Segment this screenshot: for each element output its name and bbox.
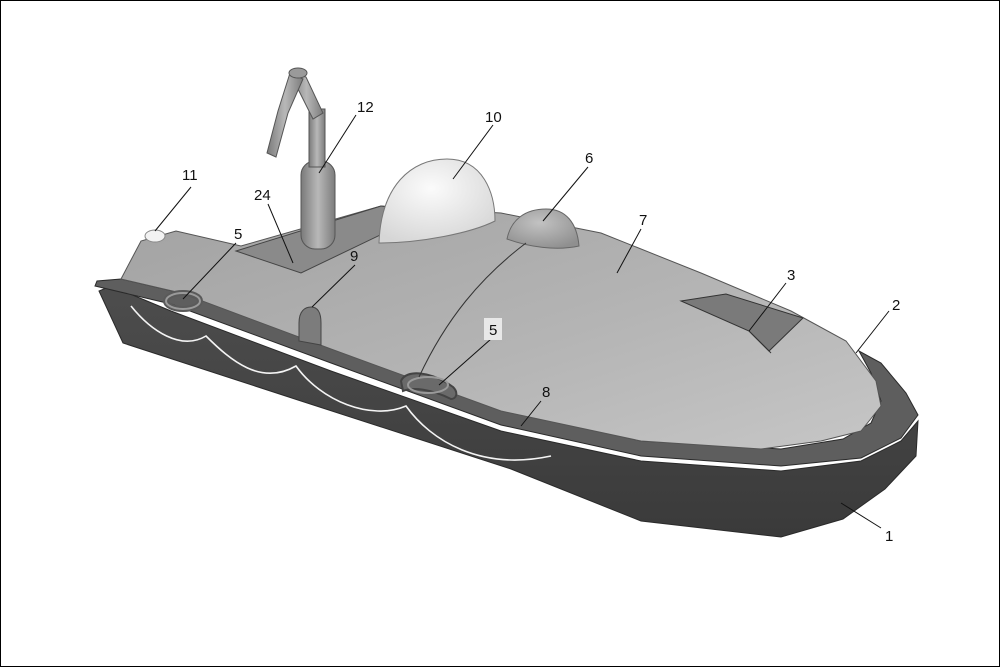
- label-hatch: 9: [350, 248, 358, 265]
- aft-handle: [399, 372, 458, 401]
- small-dome: [506, 208, 580, 249]
- navigation-light: [144, 229, 166, 243]
- label-hull: 1: [885, 528, 893, 545]
- mast: [266, 67, 336, 250]
- lifeline-rope: [130, 305, 552, 461]
- label-large-dome: 10: [485, 109, 502, 126]
- label-fender: 2: [892, 297, 900, 314]
- canopy-seam: [418, 242, 527, 378]
- label-deck-platform: 24: [254, 187, 271, 204]
- hatch: [298, 306, 322, 346]
- leader-lines: [154, 114, 890, 529]
- label-small-dome: 6: [585, 150, 593, 167]
- label-canopy: 7: [639, 212, 647, 229]
- large-dome: [378, 158, 496, 244]
- label-aft-handle-bg: [484, 318, 502, 340]
- label-light: 11: [182, 167, 198, 184]
- forward-handle: [163, 290, 203, 312]
- label-mast: 12: [357, 99, 374, 116]
- fin: [679, 293, 804, 352]
- label-lifeline: 8: [542, 384, 550, 401]
- label-fin: 3: [787, 267, 795, 284]
- label-forward-handle: 5: [234, 226, 242, 243]
- hull-body: [98, 285, 919, 538]
- label-aft-handle: 5: [489, 322, 497, 339]
